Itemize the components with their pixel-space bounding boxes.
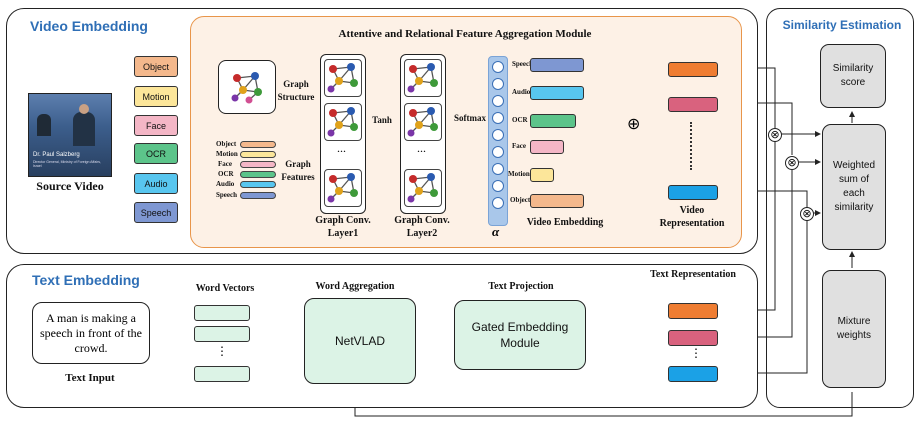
- feature-label-object: Object: [216, 140, 237, 148]
- bar-label-object: Object: [510, 196, 531, 204]
- similarity-title: Similarity Estimation: [782, 18, 902, 32]
- modality-object: Object: [134, 56, 178, 77]
- video-embedding-label: Video Embedding: [526, 217, 604, 228]
- modality-motion: Motion: [134, 86, 178, 107]
- sentence-box: A man is making a speech in front of the…: [32, 302, 150, 364]
- word-vector-3: [194, 366, 250, 382]
- emb-bar-audio: [530, 86, 584, 100]
- similarity-panel: [766, 8, 914, 408]
- feature-bar-speech: [240, 192, 276, 199]
- text-input-label: Text Input: [65, 372, 115, 384]
- graph-icon: [327, 63, 358, 93]
- emb-bar-speech: [530, 58, 584, 72]
- plus-icon: ⊕: [627, 114, 641, 133]
- emb-bar-ocr: [530, 114, 576, 128]
- video-rep-2: [668, 97, 718, 112]
- graph-icon: [327, 173, 358, 203]
- multiply-icon-1: ⊗: [768, 128, 782, 142]
- text-rep-dots: ⋮: [690, 346, 702, 360]
- aggregation-module: [190, 16, 742, 248]
- alpha-label: α: [492, 224, 500, 239]
- frame-caption: Dr. Paul Salzberg: [33, 152, 80, 158]
- bar-label-audio: Audio: [512, 88, 531, 96]
- text-projection-label: Text Projection: [488, 281, 554, 292]
- gated-embedding-box: Gated Embedding Module: [454, 300, 586, 370]
- text-rep-3: [668, 366, 718, 382]
- feature-label-ocr: OCR: [218, 170, 234, 178]
- graph-conv-layer2: ...: [400, 54, 446, 214]
- text-rep-2: [668, 330, 718, 346]
- netvlad-box: NetVLAD: [304, 298, 416, 384]
- softmax-label: Softmax: [454, 113, 486, 123]
- emb-bar-object: [530, 194, 584, 208]
- video-representation-label: Video Representation: [659, 205, 725, 229]
- graph-conv-layer1: ...: [320, 54, 366, 214]
- modality-face: Face: [134, 115, 178, 136]
- weighted-sum-box: Weighted sum of each similarity: [822, 124, 886, 250]
- graph-structure-box: [218, 60, 276, 114]
- emb-bar-motion: [530, 168, 554, 182]
- feature-bar-ocr: [240, 171, 276, 178]
- graph-icon: [231, 72, 262, 104]
- text-representation-label: Text Representation: [650, 269, 736, 280]
- multiply-icon-3: ⊗: [800, 207, 814, 221]
- tanh-label: Tanh: [372, 115, 392, 125]
- modality-audio: Audio: [134, 173, 178, 194]
- similarity-score-box: Similarity score: [820, 44, 886, 108]
- feature-label-speech: Speech: [216, 191, 237, 199]
- video-embedding-title: Video Embedding: [30, 18, 148, 34]
- graph-features-label: Graph Features: [281, 159, 315, 182]
- sentence-text: A man is making a speech in front of the…: [40, 310, 142, 355]
- word-vectors-label: Word Vectors: [195, 283, 255, 294]
- gc2-ellipsis: ...: [417, 141, 426, 155]
- feature-bar-motion: [240, 151, 276, 158]
- word-vector-1: [194, 305, 250, 321]
- modality-ocr: OCR: [134, 143, 178, 164]
- emb-bar-face: [530, 140, 564, 154]
- attention-vector: [488, 56, 508, 226]
- mixture-weights-box: Mixture weights: [822, 270, 886, 388]
- bar-label-face: Face: [512, 142, 526, 150]
- text-embedding-title: Text Embedding: [32, 272, 140, 288]
- feature-label-audio: Audio: [216, 180, 235, 188]
- aggregation-title: Attentive and Relational Feature Aggrega…: [338, 28, 592, 40]
- feature-bar-object: [240, 141, 276, 148]
- modality-speech: Speech: [134, 202, 178, 223]
- video-rep-3: [668, 185, 718, 200]
- graph-icon: [407, 63, 438, 93]
- text-rep-1: [668, 303, 718, 319]
- bar-label-speech: Speech: [512, 60, 533, 68]
- frame-subcaption: Director General, Ministry of Foreign Af…: [33, 160, 102, 168]
- bar-label-ocr: OCR: [512, 116, 528, 124]
- feature-bar-audio: [240, 181, 276, 188]
- bar-label-motion: Motion: [508, 170, 530, 178]
- graph-structure-label: Graph Structure: [277, 79, 315, 102]
- source-video-frame: Dr. Paul Salzberg Director General, Mini…: [28, 93, 112, 177]
- feature-bar-face: [240, 161, 276, 168]
- word-vector-2: [194, 326, 250, 342]
- word-aggregation-label: Word Aggregation: [315, 281, 395, 292]
- gc1-label: Graph Conv. Layer1: [315, 215, 371, 239]
- gc1-ellipsis: ...: [337, 141, 346, 155]
- video-rep-1: [668, 62, 718, 77]
- feature-label-motion: Motion: [216, 150, 238, 158]
- source-video-label: Source Video: [36, 179, 104, 193]
- graph-icon: [407, 107, 438, 137]
- word-vector-dots: ⋮: [216, 344, 228, 358]
- feature-label-face: Face: [218, 160, 232, 168]
- graph-icon: [327, 107, 358, 137]
- multiply-icon-2: ⊗: [785, 156, 799, 170]
- gc2-label: Graph Conv. Layer2: [394, 215, 450, 239]
- video-rep-dots: [690, 122, 694, 170]
- graph-icon: [407, 173, 438, 203]
